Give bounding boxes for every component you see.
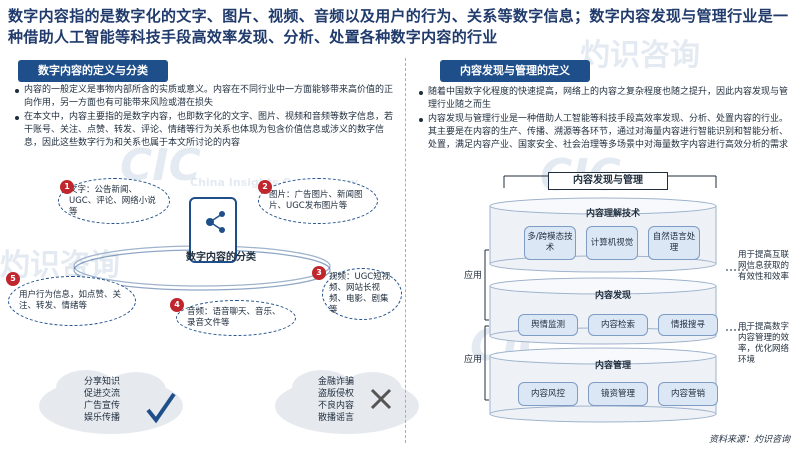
note-management: 用于提高数字内容管理的效率，优化网络环境: [738, 322, 790, 365]
layer-cell: 内容风控: [518, 382, 578, 406]
content-classification-diagram: [73, 197, 331, 291]
page-title: 数字内容指的是数字化的文字、图片、视频、音频以及用户的行为、关系等数字信息；数字…: [8, 7, 789, 46]
panel-divider: [405, 58, 406, 443]
layer-title: 内容发现: [594, 291, 631, 301]
category-number: 5: [6, 272, 20, 286]
positive-cloud: [39, 370, 183, 434]
layer-title: 内容理解技术: [585, 209, 640, 219]
positive-list: 分享知识 促进交流 广告宣传 娱乐传播: [84, 376, 120, 424]
negative-item: 金融诈骗: [318, 377, 355, 387]
layer-cell: 自然语言处理: [648, 226, 700, 260]
category-behavior: 用户行为信息，如点赞、关注、转发、情绪等: [8, 276, 136, 326]
category-video: 视频：UGC短视频、网站长视频、电影、剧集等: [322, 268, 402, 320]
source-note: 资料来源：灼识咨询: [708, 435, 790, 445]
left-bullet: 内容的一般定义是事物内部所含的实质或意义。内容在不同行业中一方面能够带来高价值的…: [14, 84, 400, 110]
category-image-label: 图片：广告图片、新闻图片、UGC发布图片等: [269, 190, 363, 211]
negative-cloud: [275, 370, 419, 434]
left-bullet-list: 内容的一般定义是事物内部所含的实质或意义。内容在不同行业中一方面能够带来高价值的…: [14, 84, 400, 151]
positive-item: 娱乐传播: [84, 413, 121, 423]
right-bullet: 内容发现与管理行业是一种借助人工智能等科技手段高效率发现、分析、处置内容的行业。…: [418, 113, 794, 152]
category-audio: 音频：语音聊天、音乐、录音文件等: [176, 300, 296, 336]
application-label: 应用: [464, 271, 483, 281]
diagram-title: 内容发现与管理: [548, 172, 668, 190]
category-number: 1: [60, 180, 74, 194]
category-audio-label: 音频：语音聊天、音乐、录音文件等: [187, 307, 281, 328]
layer-cell: 情报搜寻: [658, 314, 718, 336]
note-connectors: [726, 269, 750, 331]
negative-item: 不良内容: [318, 401, 355, 411]
application-arrows: [484, 249, 489, 401]
positive-item: 广告宣传: [84, 401, 121, 411]
layer-title: 内容管理: [594, 361, 631, 371]
category-number: 2: [258, 180, 272, 194]
layer-cell: 舆情监测: [518, 314, 578, 336]
negative-item: 盗版侵权: [318, 389, 355, 399]
positive-item: 促进交流: [84, 389, 121, 399]
classification-label: 数字内容的分类: [186, 252, 256, 263]
positive-item: 分享知识: [84, 377, 121, 387]
category-number: 4: [170, 298, 184, 312]
layer-cell: 内容检索: [588, 314, 648, 336]
layer-cell: 内容营销: [658, 382, 718, 406]
category-text: 文字：公告新闻、UGC、评论、网络小说等: [58, 178, 170, 224]
right-bullet: 随着中国数字化程度的快速提高，网络上的内容之复杂程度也随之提升，因此内容发现与管…: [418, 86, 794, 112]
right-panel-header: 内容发现与管理的定义: [440, 60, 590, 82]
category-image: 图片：广告图片、新闻图片、UGC发布图片等: [258, 178, 378, 224]
application-label: 应用: [464, 355, 483, 365]
category-number: 3: [312, 266, 326, 280]
category-text-label: 文字：公告新闻、UGC、评论、网络小说等: [69, 184, 156, 217]
negative-list: 金融诈骗 盗版侵权 不良内容 散播谣言: [318, 376, 354, 424]
note-discovery: 用于提高互联网信息获取的有效性和效率: [738, 250, 790, 282]
layer-cell: 镜资管理: [588, 382, 648, 406]
category-video-label: 视频：UGC短视频、网站长视频、电影、剧集等: [329, 272, 391, 315]
right-bullet-list: 随着中国数字化程度的快速提高，网络上的内容之复杂程度也随之提升，因此内容发现与管…: [418, 86, 794, 153]
layer-cell: 计算机视觉: [586, 226, 638, 260]
left-panel-header: 数字内容的定义与分类: [18, 60, 168, 82]
layer-cell: 多/跨模态技术: [524, 226, 576, 260]
left-bullet: 在本文中，内容主要指的是数字内容，也即数字化的文字、图片、视频和音频等数字信息，…: [14, 111, 400, 150]
category-behavior-label: 用户行为信息，如点赞、关注、转发、情绪等: [19, 290, 122, 311]
negative-item: 散播谣言: [318, 413, 355, 423]
